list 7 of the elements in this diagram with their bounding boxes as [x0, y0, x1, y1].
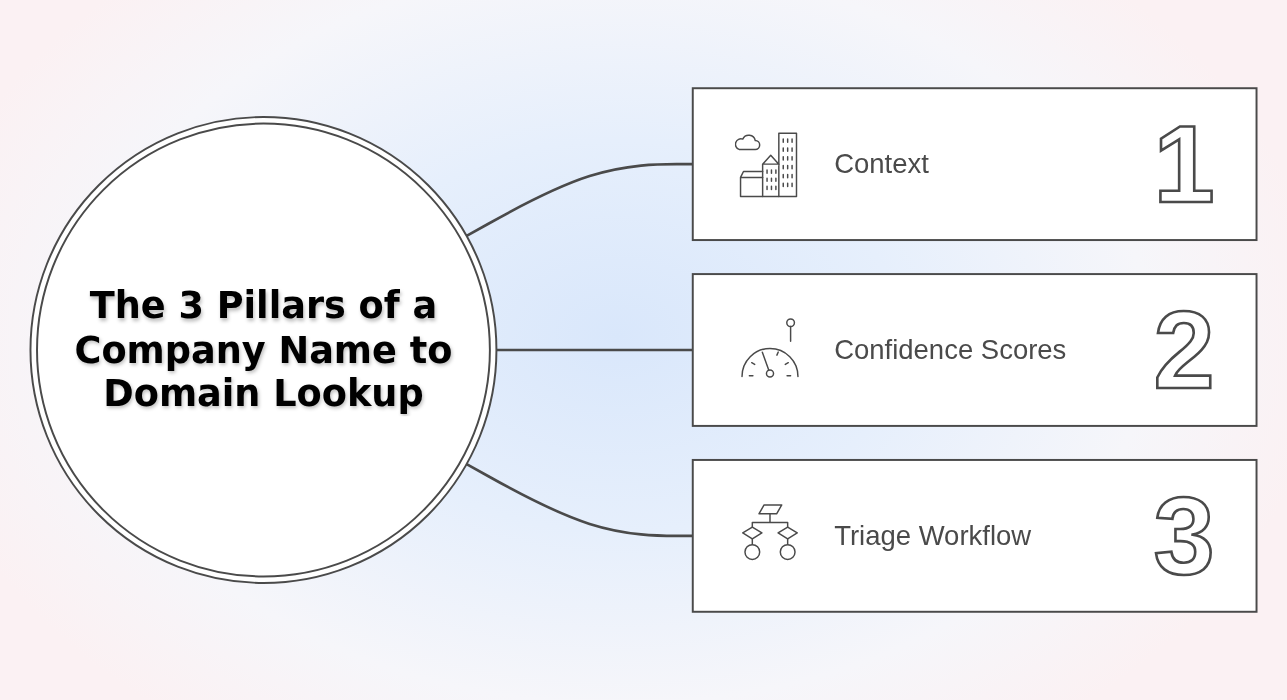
node-circle: The 3 Pillars of a Company Name to Domain Lookup	[29, 116, 498, 584]
connector	[496, 348, 693, 352]
node-box: Triage Workflow 3	[691, 458, 1258, 613]
connector	[465, 162, 693, 238]
node-box: Context 1	[691, 87, 1258, 242]
node-box: Confidence Scores 2	[691, 273, 1258, 427]
connector	[465, 462, 693, 538]
